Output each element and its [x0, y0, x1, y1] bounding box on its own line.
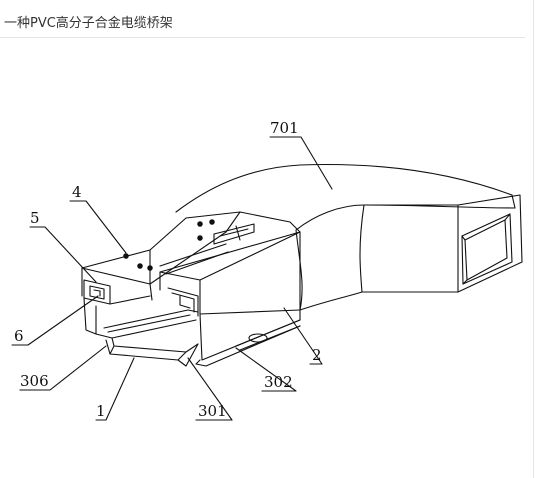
label-306: 306	[20, 372, 49, 390]
label-302: 302	[264, 373, 293, 391]
base-302	[235, 319, 301, 351]
label-2: 2	[312, 346, 322, 364]
callout-labels: 701 4 5 6 2 306 302 1 301	[14, 119, 322, 421]
leader-lines	[11, 136, 333, 421]
right-divider	[533, 0, 534, 478]
label-301: 301	[198, 402, 227, 420]
label-4: 4	[72, 183, 82, 201]
label-6: 6	[14, 327, 24, 345]
label-5: 5	[30, 209, 40, 227]
page-title: 一种PVC高分子合金电缆桥架	[4, 16, 173, 31]
tray-cover-4	[81, 211, 301, 301]
tray-body-2	[159, 231, 301, 367]
side-profile-5-6	[83, 279, 151, 335]
label-1: 1	[96, 402, 106, 420]
header-bar: 一种PVC高分子合金电缆桥架	[0, 0, 525, 38]
label-701: 701	[270, 119, 299, 137]
elbow-701	[175, 163, 523, 311]
channel-1	[95, 309, 199, 367]
